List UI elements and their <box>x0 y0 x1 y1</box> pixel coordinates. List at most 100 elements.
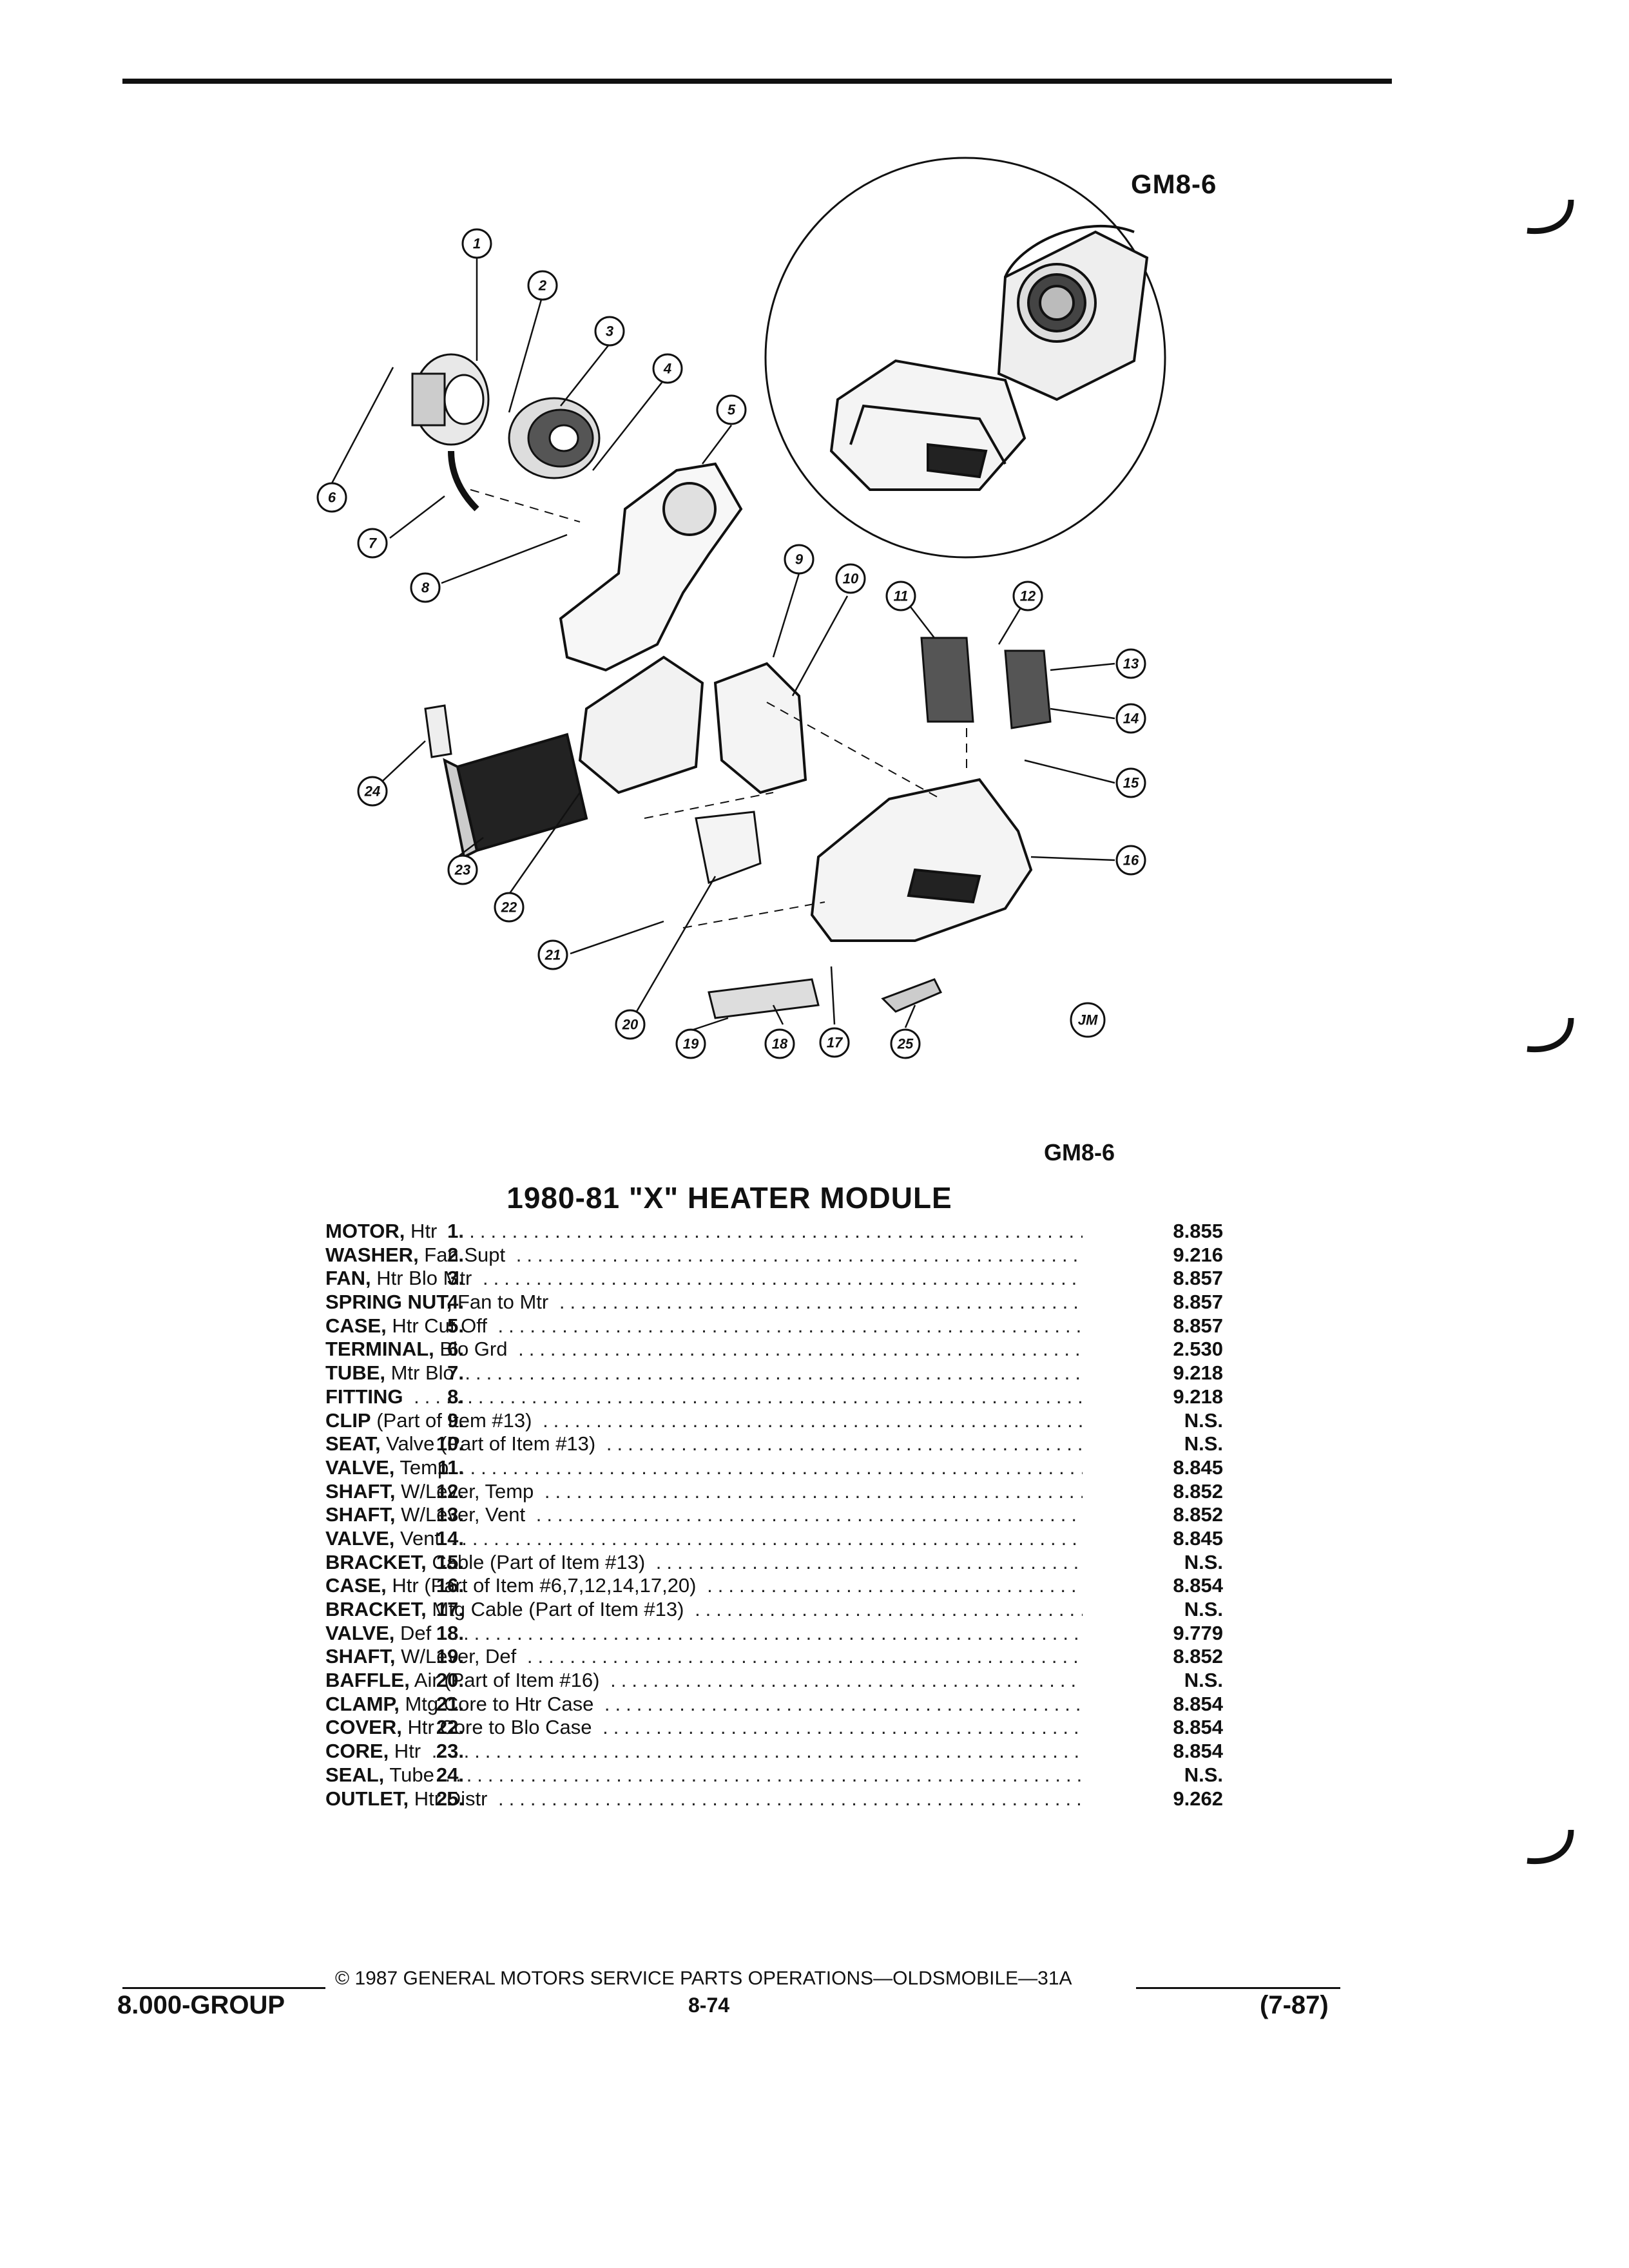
leader-dots: ........................................… <box>526 1645 1083 1668</box>
callout-19 <box>675 1028 706 1059</box>
item-number: 18. <box>436 1621 464 1644</box>
parts-list-row: 1.MOTOR, Htr ...........................… <box>206 1220 1237 1244</box>
callouts <box>316 228 1146 1059</box>
parts-list-row: 18.VALVE, Def ..........................… <box>206 1622 1237 1646</box>
stamp-circle <box>1070 1002 1106 1038</box>
item-name: VALVE, <box>325 1456 395 1479</box>
stamp-label: JM <box>1078 1012 1098 1028</box>
leader-dots: ........................................… <box>655 1550 1083 1573</box>
item-reference: N.S. <box>1184 1550 1223 1573</box>
item-reference: 8.854 <box>1173 1692 1223 1715</box>
leader-dots: ........................................… <box>447 1220 1083 1242</box>
parts-list-row: 8.FITTING ..............................… <box>206 1385 1237 1409</box>
parts-list-row: 17.BRACKET, Mtg Cable (Part of Item #13)… <box>206 1598 1237 1622</box>
temp-valve-drawing <box>920 637 974 723</box>
item-reference: 8.845 <box>1173 1456 1223 1479</box>
item-detail: Fan to Mtr <box>452 1291 549 1314</box>
parts-list-row: 23.CORE, Htr ...........................… <box>206 1740 1237 1763</box>
item-name: COVER, <box>325 1716 402 1739</box>
callout-label: 21 <box>545 947 561 963</box>
callout-12 <box>1012 581 1043 611</box>
callout-label: 3 <box>606 323 613 340</box>
item-reference: 8.852 <box>1173 1503 1223 1526</box>
item-reference: 2.530 <box>1173 1338 1223 1361</box>
item-number: 22. <box>436 1716 464 1739</box>
item-name: CLIP <box>325 1408 371 1432</box>
item-reference: 9.779 <box>1173 1621 1223 1644</box>
parts-list-row: 5.CASE, Htr Cut Off ....................… <box>206 1314 1237 1338</box>
leader-dots: ........................................… <box>497 1314 1083 1337</box>
figure-code-top: GM8-6 <box>1131 169 1217 199</box>
parts-list-row: 20.BAFFLE, Air (Part of Item #16) ......… <box>206 1669 1237 1693</box>
callout-label: 9 <box>795 552 804 568</box>
footer-rule: © 1987 GENERAL MOTORS SERVICE PARTS OPER… <box>122 1968 1347 1994</box>
item-number: 8. <box>447 1385 464 1408</box>
parts-list-row: 4.SPRING NUT, Fan to Mtr ...............… <box>206 1291 1237 1314</box>
parts-list-row: 9.CLIP (Part of Item #13) ..............… <box>206 1409 1237 1433</box>
item-reference: 8.852 <box>1173 1645 1223 1668</box>
item-number: 16. <box>436 1574 464 1597</box>
item-description: SEAL, Tube .............................… <box>325 1763 1083 1787</box>
item-number: 4. <box>447 1291 464 1314</box>
cover-drawing <box>578 655 704 794</box>
item-description: CLAMP, Mtg Core to Htr Case ............… <box>325 1693 1083 1716</box>
item-name: SHAFT, <box>325 1479 396 1503</box>
assembled-view-circle <box>764 157 1166 559</box>
callout-label: 13 <box>1123 656 1139 672</box>
vent-valve-drawing <box>1004 649 1052 729</box>
item-name: SHAFT, <box>325 1503 396 1526</box>
item-name: OUTLET, <box>325 1787 409 1810</box>
callout-22 <box>494 892 525 923</box>
item-description: WASHER, Fan Supt .......................… <box>325 1244 1083 1267</box>
callout-label: 14 <box>1123 711 1139 727</box>
item-detail: W/Lever, Def <box>395 1645 517 1668</box>
cutoff-case-drawing <box>559 462 743 672</box>
leader-dots: ........................................… <box>465 1361 1083 1385</box>
item-number: 7. <box>447 1361 464 1385</box>
item-name: TERMINAL, <box>325 1338 434 1361</box>
item-description: VALVE, Vent ............................… <box>325 1527 1083 1551</box>
assembled-module-drawing <box>829 225 1149 491</box>
callout-14 <box>1115 703 1146 734</box>
item-number: 10. <box>436 1432 464 1456</box>
item-description: COVER, Htr Core to Blo Case ............… <box>325 1716 1083 1740</box>
leader-dots: ........................................… <box>606 1432 1083 1456</box>
parts-list-row: 22.COVER, Htr Core to Blo Case .........… <box>206 1716 1237 1740</box>
item-name: VALVE, <box>325 1526 395 1550</box>
item-reference: 8.857 <box>1173 1267 1223 1290</box>
callout-18 <box>764 1028 795 1059</box>
parts-list: 1.MOTOR, Htr ...........................… <box>206 1220 1237 1811</box>
callout-label: 4 <box>663 361 671 377</box>
footer-rule-left <box>122 1987 325 1989</box>
item-detail: Htr Distr <box>409 1787 488 1810</box>
item-reference: 8.857 <box>1173 1291 1223 1314</box>
item-name: BRACKET, <box>325 1550 427 1573</box>
fan-drawing <box>508 397 601 479</box>
item-name: BAFFLE, <box>325 1669 410 1692</box>
leader-dots: ........................................… <box>450 1526 1083 1550</box>
leader-dots: ........................................… <box>559 1291 1083 1314</box>
callout-label: 18 <box>772 1036 788 1052</box>
item-number: 21. <box>436 1692 464 1715</box>
def-valve-drawing <box>708 978 820 1019</box>
leader-dots: ........................................… <box>602 1716 1083 1739</box>
item-reference: 8.852 <box>1173 1479 1223 1503</box>
item-name: FITTING <box>325 1385 403 1408</box>
item-reference: 9.262 <box>1173 1787 1223 1810</box>
item-number: 20. <box>436 1669 464 1692</box>
group-label: 8.000-GROUP <box>117 1991 285 2019</box>
item-description: OUTLET, Htr Distr ......................… <box>325 1787 1083 1811</box>
item-number: 11. <box>437 1456 464 1479</box>
binder-mark-3 <box>1527 1829 1574 1865</box>
item-name: VALVE, <box>325 1621 395 1644</box>
top-rule <box>122 79 1392 84</box>
binder-mark-1 <box>1527 199 1574 235</box>
item-detail: Mtg Core to Htr Case <box>399 1692 594 1715</box>
item-number: 23. <box>436 1740 464 1763</box>
item-name: CLAMP, <box>325 1692 400 1715</box>
item-number: 1. <box>447 1220 464 1242</box>
valve-seat-drawing <box>713 662 807 794</box>
callout-11 <box>885 581 916 611</box>
callout-label: 5 <box>728 402 736 418</box>
item-name: MOTOR, <box>325 1220 405 1242</box>
